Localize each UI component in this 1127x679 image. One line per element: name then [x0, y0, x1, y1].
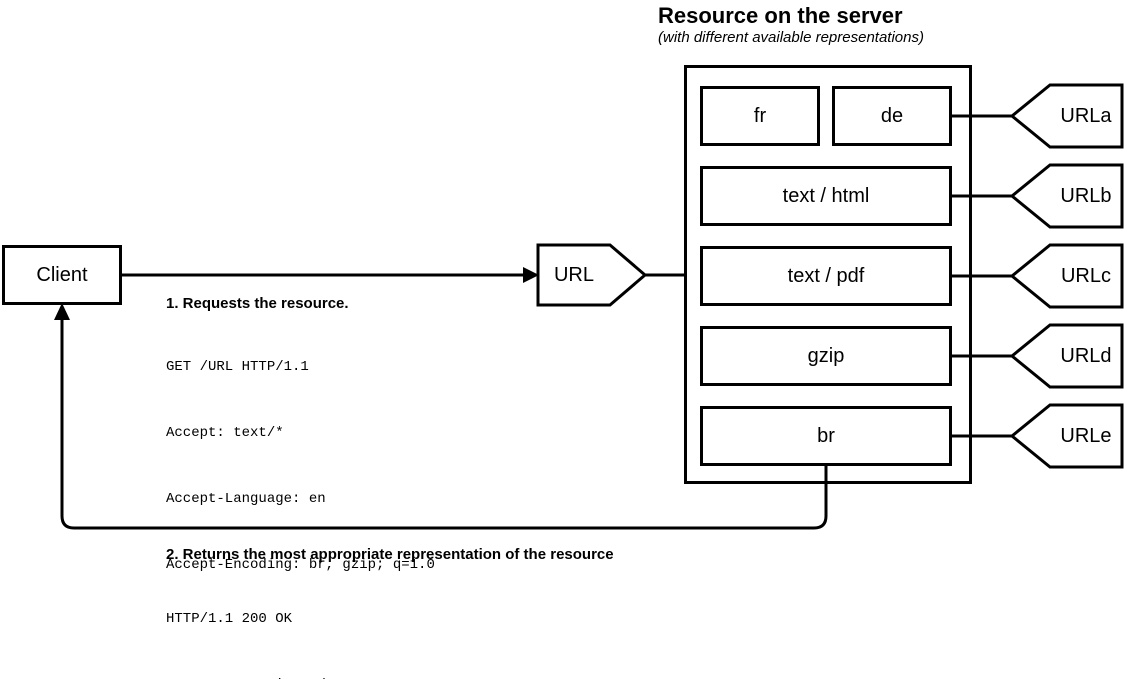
response-code-block: HTTP/1.1 200 OK Content-Location: /URLe … — [166, 564, 359, 679]
representation-box-gzip: gzip — [700, 326, 952, 386]
representation-box-text-html: text / html — [700, 166, 952, 226]
request-heading: 1. Requests the resource. — [166, 295, 349, 312]
url-tag-shape-b — [1009, 163, 1124, 229]
server-box — [684, 65, 972, 484]
code-line: Accept-Language: en — [166, 491, 326, 507]
code-line: HTTP/1.1 200 OK — [166, 611, 293, 627]
representation-box-text-pdf: text / pdf — [700, 246, 952, 306]
url-tag-shape-a — [1009, 83, 1124, 149]
code-line: Accept-Encoding: br, gzip; q=1.0 — [166, 557, 435, 573]
request-arrowhead-icon — [523, 267, 539, 283]
server-title: Resource on the server — [658, 3, 903, 28]
representation-box-de: de — [832, 86, 952, 146]
server-subtitle: (with different available representation… — [658, 29, 924, 46]
code-line: Accept: text/* — [166, 425, 284, 441]
url-tag-shape-e — [1009, 403, 1124, 469]
url-tag-shape-c — [1009, 243, 1124, 309]
response-heading: 2. Returns the most appropriate represen… — [166, 546, 614, 563]
representation-box-br: br — [700, 406, 952, 466]
representation-box-fr: fr — [700, 86, 820, 146]
code-line: GET /URL HTTP/1.1 — [166, 359, 309, 375]
client-box: Client — [2, 245, 122, 305]
return-arrowhead-icon — [54, 303, 70, 320]
return-arrow-path — [60, 312, 828, 530]
url-tag-shape-d — [1009, 323, 1124, 389]
url-pentagon-shape — [536, 243, 648, 307]
request-code-block: GET /URL HTTP/1.1 Accept: text/* Accept-… — [166, 312, 435, 620]
code-line: Content-Location: /URLe — [166, 674, 359, 679]
